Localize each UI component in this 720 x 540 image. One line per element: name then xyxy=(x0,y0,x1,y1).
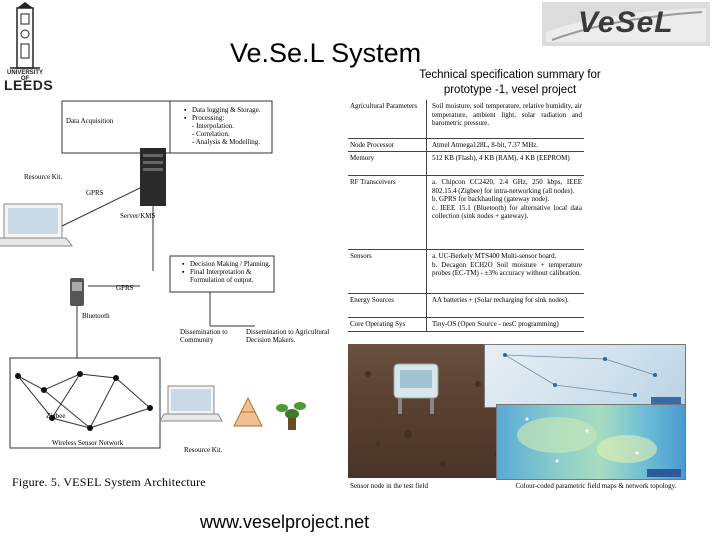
wsn-box xyxy=(9,357,161,449)
sensor-node-image xyxy=(365,363,502,467)
laptop-icon-bottom xyxy=(159,385,223,422)
subtitle-line-1: Technical specification summary for xyxy=(419,69,601,81)
spec-value: AA batteries + (Solar recharging for sin… xyxy=(426,293,584,318)
field-map-2 xyxy=(496,404,686,480)
decision-item-2: Final Interpretation & Formulation of ou… xyxy=(182,268,278,284)
processing-item-2: Processing: xyxy=(184,114,274,122)
spec-value: a. Chipcon CC2420, 2.4 GHz, 250 kbps, IE… xyxy=(426,175,584,250)
bluetooth-label: Bluetooth xyxy=(82,312,110,320)
page-title: Ve.Se.L System xyxy=(230,38,422,68)
table-row: Node Processor Atmel Atmega128L, 8-bit, … xyxy=(348,138,584,152)
wsn-label: Wireless Sensor Network xyxy=(52,439,124,447)
resource-kit-label-top: Resource Kit. xyxy=(24,173,63,181)
spec-param: Node Processor xyxy=(348,138,427,152)
spec-param: Energy Sources xyxy=(348,293,427,318)
resource-kit-label-bottom: Resource Kit. xyxy=(184,446,223,454)
laptop-icon-top xyxy=(0,203,73,247)
spec-value: Tiny-OS (Open Source - nesC programming) xyxy=(426,317,584,332)
spec-value: a. UC-Berkely MTS400 Multi-sensor board.… xyxy=(426,249,584,294)
project-url-link[interactable]: www.veselproject.net xyxy=(200,512,370,532)
plant-icon xyxy=(276,402,306,430)
subtitle-line-2: prototype -1, vesel project xyxy=(443,84,577,96)
maps-caption: Colour-coded parametric field maps & net… xyxy=(515,482,677,490)
zigbee-label: Zigbee xyxy=(46,412,66,420)
spec-param: RF Transceivers xyxy=(348,175,427,250)
wsn-nodes xyxy=(15,371,153,431)
vesel-logo: VeSeL xyxy=(542,2,710,46)
table-row: Sensors a. UC-Berkely MTS400 Multi-senso… xyxy=(348,249,584,294)
university-label: UNIVERSITY OF xyxy=(6,70,43,82)
spec-value: Soil moisture, soil temperature, relativ… xyxy=(426,100,584,139)
page-subtitle: Technical specification summary for prot… xyxy=(390,68,630,98)
topology-map-icon xyxy=(503,353,681,405)
field-map-1 xyxy=(484,344,686,408)
figure-caption: Figure. 5. VESEL System Architecture xyxy=(12,475,206,489)
spec-value: 512 KB (Flash), 4 KB (RAM), 4 KB (EEPROM… xyxy=(426,151,584,176)
gprs-link-top xyxy=(61,187,141,227)
gprs-label-bottom: GPRS xyxy=(116,284,134,292)
processing-item-3: - Interpolation. xyxy=(192,122,234,130)
phone-icon xyxy=(70,278,84,306)
server-icon xyxy=(140,148,166,206)
spec-param: Memory xyxy=(348,151,427,176)
heatmap-icon xyxy=(517,417,681,477)
sensor-photo-caption: Sensor node in the test field xyxy=(350,482,428,490)
dissemination-agri-label: Dissemination to Agricultural Decision M… xyxy=(246,328,330,344)
server-label: Server/KMS xyxy=(120,212,156,220)
table-row: Energy Sources AA batteries + (Solar rec… xyxy=(348,293,584,318)
university-logo xyxy=(2,2,48,94)
university-name: LEEDS xyxy=(4,77,54,93)
pyramid-icon xyxy=(233,396,263,427)
spec-param: Sensors xyxy=(348,249,427,294)
processing-item-5: - Analysis & Modelling. xyxy=(192,138,261,146)
spec-param: Agricultural Parameters xyxy=(348,100,427,139)
table-row: Memory 512 KB (Flash), 4 KB (RAM), 4 KB … xyxy=(348,151,584,176)
tower-icon xyxy=(10,2,40,69)
vesel-logo-graphic xyxy=(546,8,706,42)
spec-table: Agricultural Parameters Soil moisture, s… xyxy=(348,100,584,332)
table-row: Agricultural Parameters Soil moisture, s… xyxy=(348,100,584,139)
spec-value: Atmel Atmega128L, 8-bit, 7.37 MHz. xyxy=(426,138,584,152)
processing-item-1: Data logging & Storage. xyxy=(184,106,274,114)
processing-item-4: - Correlation. xyxy=(192,130,230,138)
table-row: Core Operating Sys Tiny-OS (Open Source … xyxy=(348,317,584,332)
decision-list: Decision Making / Planning. Final Interp… xyxy=(182,260,278,284)
processing-list: Data logging & Storage. Processing: - In… xyxy=(184,106,274,146)
data-acquisition-label: Data Acquisition xyxy=(66,117,114,125)
vesel-logo-text: VeSeL xyxy=(578,6,674,39)
decision-item-1: Decision Making / Planning. xyxy=(182,260,278,268)
gprs-label-top: GPRS xyxy=(86,189,104,197)
dissemination-community-label: Dissemination to Community xyxy=(180,328,228,344)
spec-param: Core Operating Sys xyxy=(348,317,427,332)
table-row: RF Transceivers a. Chipcon CC2420, 2.4 G… xyxy=(348,175,584,250)
